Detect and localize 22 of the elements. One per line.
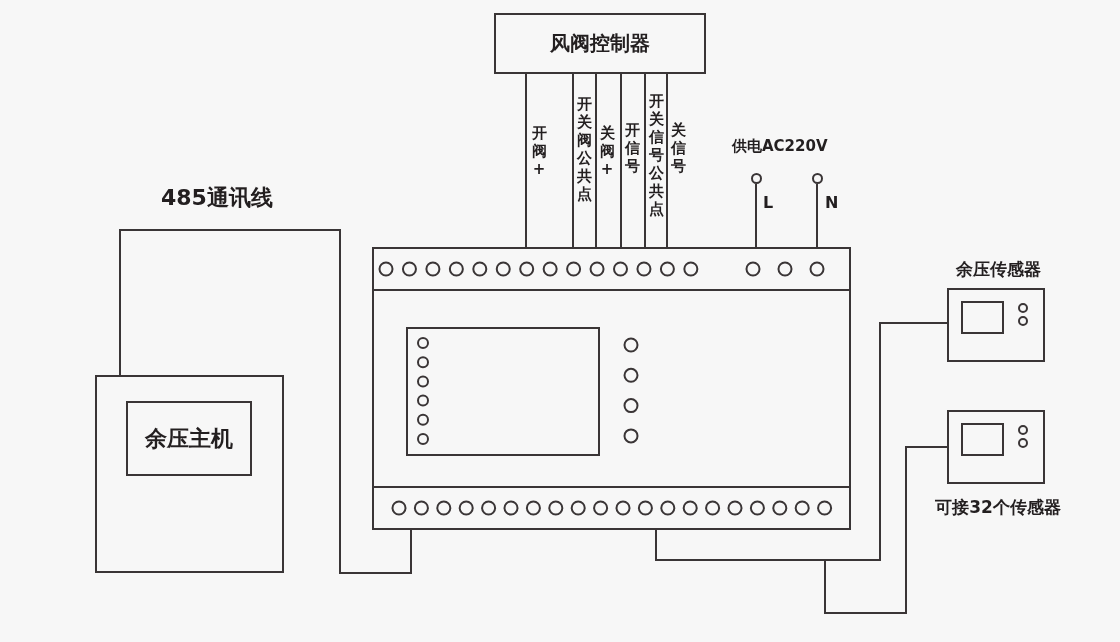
wire-label: 关信号 (670, 120, 686, 176)
wire (525, 73, 527, 248)
wire (620, 73, 622, 248)
wire (755, 183, 757, 248)
wire (119, 229, 412, 574)
sensor-heading: 余压传感器 (954, 258, 1042, 281)
wire (644, 73, 646, 248)
terminal-label: N (825, 193, 839, 212)
wire-label: 开关阀公共点 (576, 94, 592, 204)
wire (666, 73, 668, 248)
wire (816, 183, 818, 248)
power-supply-label: 供电AC220V (732, 137, 828, 156)
wire (595, 73, 597, 248)
host-panel: 余压主机 (126, 401, 252, 476)
wire-label: 开关信号公共点 (648, 91, 664, 219)
terminal-label: L (763, 193, 774, 212)
wire-label: 开信号 (624, 120, 640, 176)
wire (572, 73, 574, 248)
sensor-caption: 可接32个传感器 (934, 496, 1062, 519)
host-cabinet (95, 375, 284, 573)
controller-box: 风阀控制器 (494, 13, 706, 74)
wire (655, 446, 948, 614)
